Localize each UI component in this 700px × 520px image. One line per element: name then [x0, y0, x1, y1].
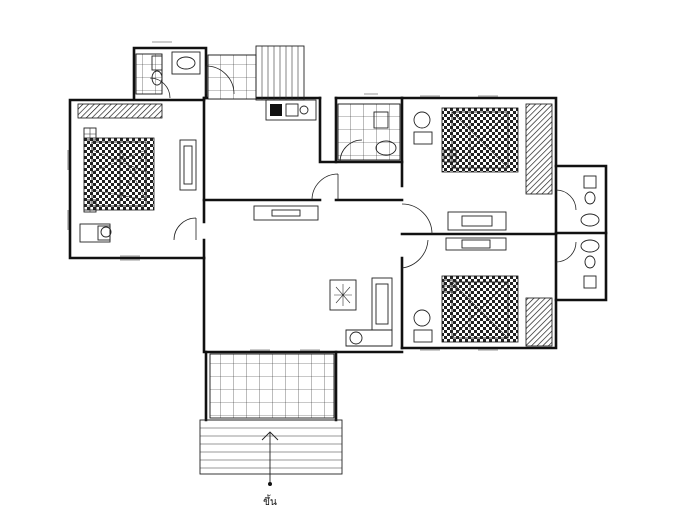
corridor-console-left: [179, 139, 197, 191]
nightstand-right-a: [443, 149, 457, 163]
bath-tile-center: [337, 103, 401, 161]
chair-icon: [413, 309, 433, 343]
kitchen-counter: [265, 99, 317, 121]
wardrobe-icon: [525, 103, 553, 195]
nightstand-left-a: [83, 127, 97, 141]
wardrobe-icon: [525, 297, 553, 347]
wardrobe-icon: [77, 103, 163, 119]
sofa-icon: [345, 277, 393, 347]
window-marks: [67, 41, 498, 351]
entrance-label: ขึ้น: [263, 494, 277, 508]
desk-left: [79, 223, 111, 243]
rug: [329, 279, 357, 311]
bed-icon: [441, 107, 519, 173]
bath-tile-left: [135, 53, 163, 95]
bed-icon: [83, 137, 155, 211]
up-arrow-icon: [261, 431, 279, 486]
bed-icon: [441, 275, 519, 343]
sink-icon: [171, 51, 201, 75]
corridor-console-right: [445, 211, 507, 251]
porch-tile: [209, 353, 335, 419]
sink-icon: [580, 239, 600, 253]
bath-center: [373, 111, 397, 156]
stair-icon: [255, 45, 305, 101]
top-tile: [207, 54, 257, 100]
nightstand-left-b: [83, 199, 97, 213]
corridor-console-center: [253, 205, 319, 221]
sink-icon: [580, 213, 600, 227]
doors: [149, 65, 577, 269]
chair-icon: [100, 226, 112, 238]
toilet-icon: [583, 255, 597, 289]
walls: [68, 46, 608, 422]
chair-icon: [413, 111, 433, 145]
front-steps: [199, 419, 343, 475]
toilet-icon: [583, 175, 597, 205]
nightstand-right-b: [443, 279, 457, 293]
